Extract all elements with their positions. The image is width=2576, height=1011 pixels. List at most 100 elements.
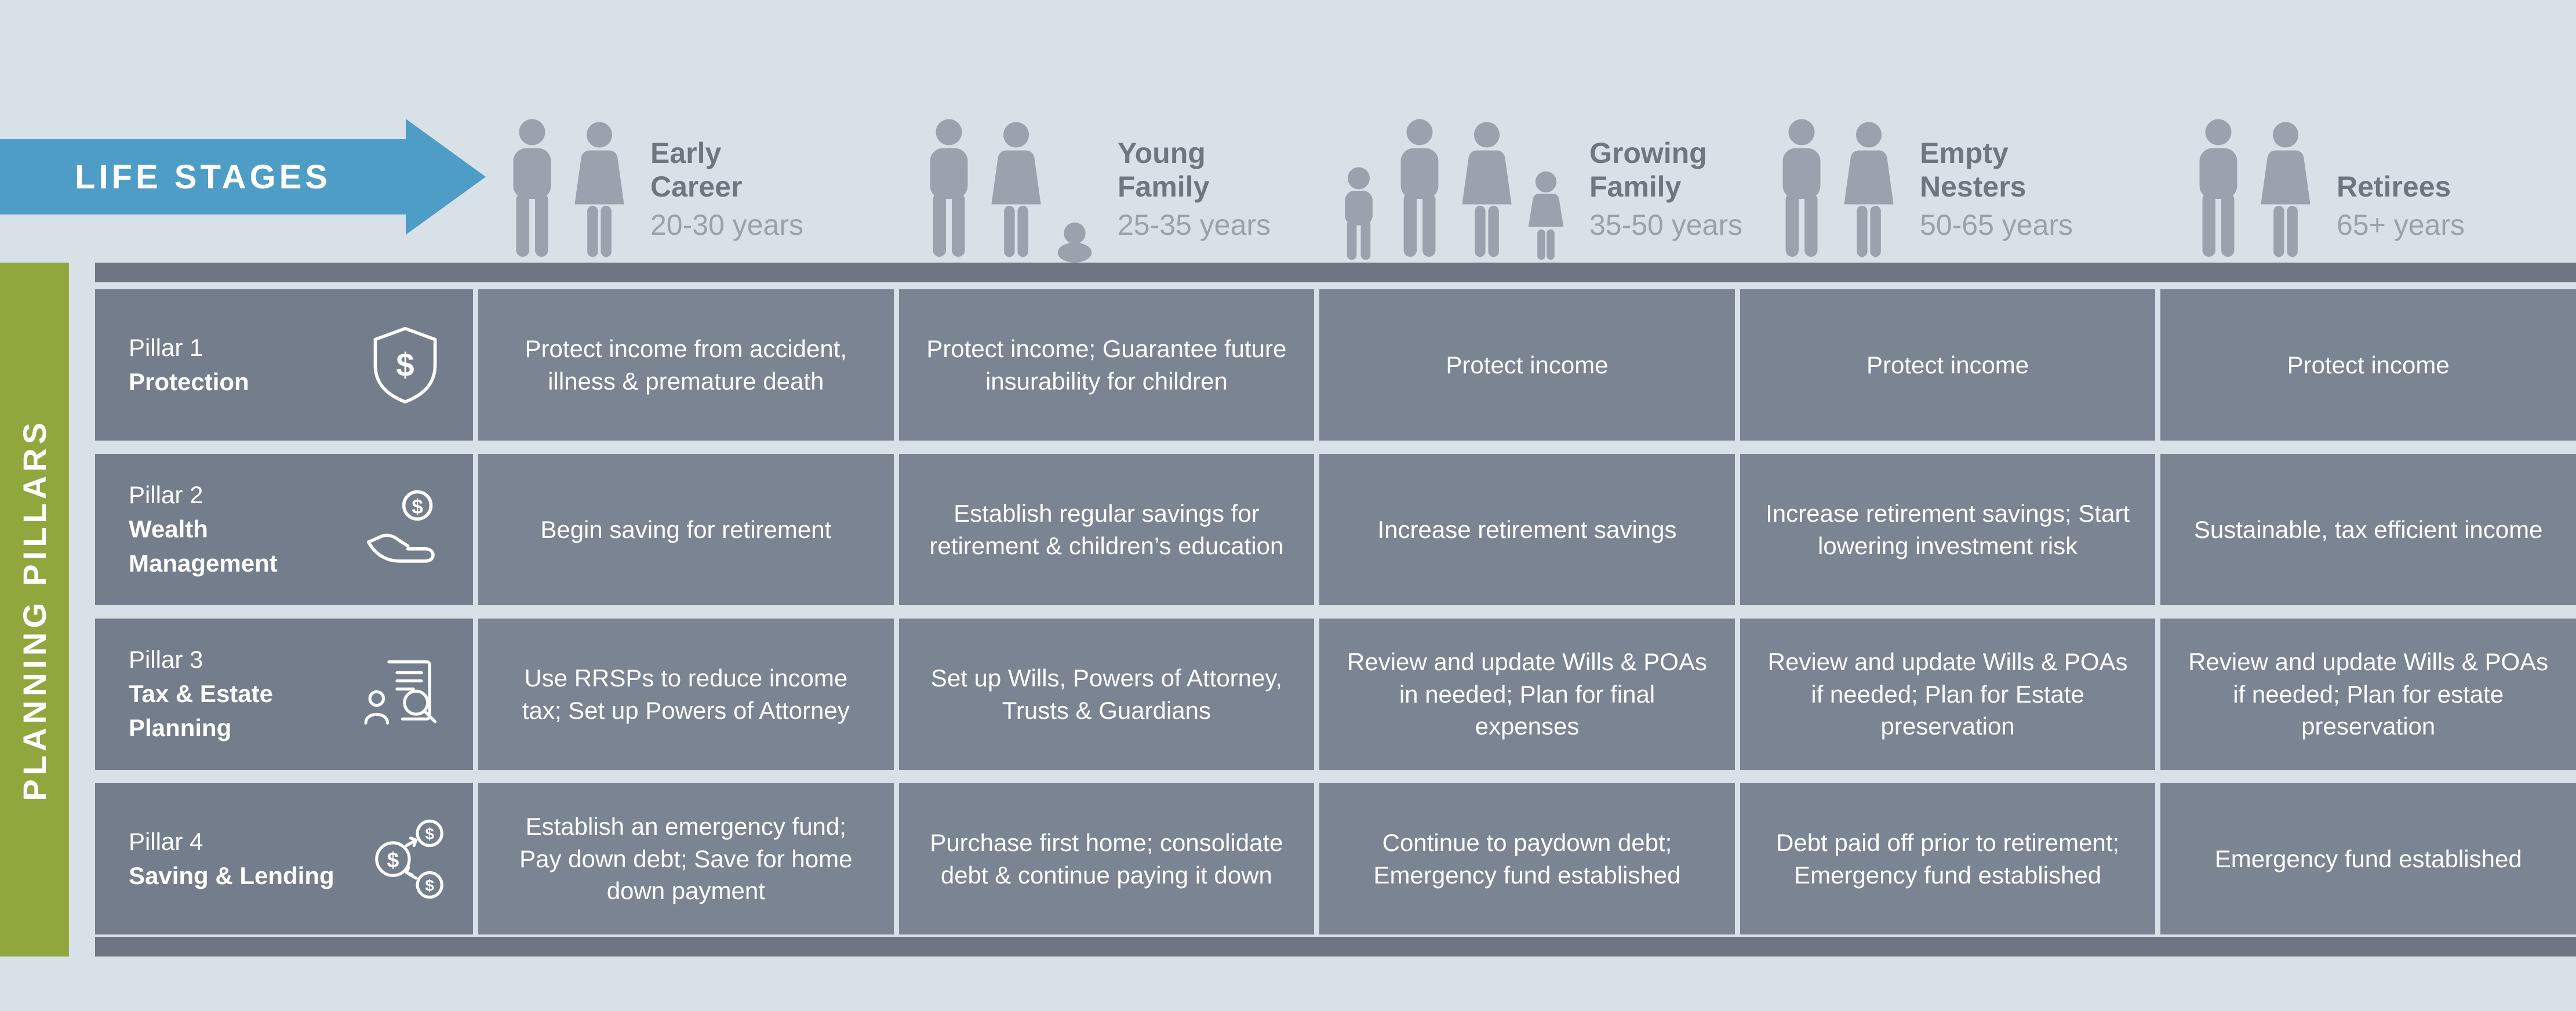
matrix-cell: Increase retirement savings <box>1319 454 1735 605</box>
matrix-cell: Emergency fund established <box>2160 783 2576 934</box>
life-stages-label: LIFE STAGES <box>75 158 331 196</box>
matrix-cell-text: Protect income from accident, illness & … <box>525 335 847 395</box>
arrow-tip-icon <box>406 119 486 235</box>
svg-text:$: $ <box>425 825 434 843</box>
life-stages-arrow-body: LIFE STAGES <box>0 139 406 214</box>
matrix-cell-text: Emergency fund established <box>2214 845 2522 872</box>
matrix-cell-text: Review and update Wills & POAs if needed… <box>2188 648 2549 740</box>
pillar-number: Pillar 1 <box>129 333 203 361</box>
life-stage-years: 35-50 years <box>1589 209 1743 241</box>
matrix-cell-text: Continue to paydown debt; Emergency fund… <box>1373 829 1681 889</box>
matrix-cell-text: Purchase first home; consolidate debt & … <box>930 829 1283 889</box>
pillar-name-line: Planning <box>129 714 232 741</box>
pillar-header-cell: Pillar 1 Protection $ <box>95 289 473 441</box>
matrix-cell: Protect income <box>2160 289 2576 441</box>
hand-holding-dollar-icon: $ <box>362 486 449 573</box>
pillar-number: Pillar 2 <box>129 481 203 509</box>
pillar-name-line: Management <box>129 549 278 577</box>
life-stage-text: Retirees 65+ years <box>2337 170 2465 242</box>
life-stage-title-line: Career <box>650 170 743 203</box>
person-man-silhouette-icon <box>1400 119 1439 257</box>
life-stage-title-line: Family <box>1589 170 1682 203</box>
retirees-couple-icon <box>2186 118 2317 263</box>
matrix-cell: Sustainable, tax efficient income <box>2160 454 2576 605</box>
planning-pillars-bar: PLANNING PILLARS <box>0 263 69 957</box>
matrix-cell: Use RRSPs to reduce income tax; Set up P… <box>478 619 894 770</box>
matrix-cell-text: Review and update Wills & POAs in needed… <box>1347 648 1707 740</box>
matrix-cell: Increase retirement savings; Start lower… <box>1740 454 2156 605</box>
matrix-cell: Begin saving for retirement <box>478 454 894 605</box>
life-stage-years: 25-35 years <box>1117 209 1271 241</box>
table-top-band <box>95 263 2576 282</box>
pillar-number: Pillar 4 <box>129 827 203 855</box>
matrix-cell: Protect income <box>1319 289 1735 441</box>
matrix-cell-text: Increase retirement savings <box>1377 515 1677 543</box>
person-girl-silhouette-icon <box>1528 171 1564 260</box>
young-family-icon <box>917 118 1098 263</box>
matrix-cell: Set up Wills, Powers of Attorney, Trusts… <box>898 619 1315 770</box>
life-stage-title-line: Nesters <box>1920 170 2026 203</box>
pillar-name-line: Wealth <box>129 515 208 543</box>
person-woman-silhouette-icon <box>2261 122 2311 257</box>
pillar-name-line: Protection <box>129 368 249 395</box>
person-baby-silhouette-icon <box>1057 222 1092 263</box>
matrix-cell-text: Protect income <box>1866 351 2029 379</box>
person-man-silhouette-icon <box>930 119 968 257</box>
pillar-name-line: Tax & Estate <box>129 680 273 708</box>
matrix-cell-text: Increase retirement savings; Start lower… <box>1766 500 2130 559</box>
life-stage-years: 20-30 years <box>650 209 804 241</box>
early-career-couple-icon <box>500 118 631 263</box>
person-woman-silhouette-icon <box>1844 122 1894 257</box>
matrix-cell-text: Set up Wills, Powers of Attorney, Trusts… <box>930 664 1282 724</box>
person-man-silhouette-icon <box>2199 119 2237 257</box>
person-woman-silhouette-icon <box>574 122 624 257</box>
pillar-name: Saving & Lending <box>129 859 334 893</box>
matrix-cell-text: Protect income <box>2287 351 2450 379</box>
matrix-cell-text: Establish an emergency fund; Pay down de… <box>519 813 853 905</box>
growing-family-icon <box>1334 118 1570 263</box>
matrix-cell: Protect income; Guarantee future insurab… <box>898 289 1315 441</box>
person-child-silhouette-icon <box>1345 167 1373 260</box>
pillar-header-cell: Pillar 4 Saving & Lending $ $ $ <box>95 783 473 934</box>
life-stage-years: 50-65 years <box>1920 209 2073 241</box>
life-stage-column: Retirees 65+ years <box>2164 0 2576 263</box>
matrix-cell: Protect income <box>1740 289 2156 441</box>
matrix-cell-text: Review and update Wills & POAs if needed… <box>1767 648 2128 740</box>
svg-text:$: $ <box>412 495 423 518</box>
svg-text:$: $ <box>425 877 434 894</box>
matrix-cell: Protect income from accident, illness & … <box>478 289 894 441</box>
table-bottom-band <box>95 937 2576 957</box>
life-stages-arrow: LIFE STAGES <box>0 119 486 235</box>
life-stage-title: Retirees <box>2337 170 2465 203</box>
matrix-cell: Continue to paydown debt; Emergency fund… <box>1319 783 1735 934</box>
matrix-cell: Review and update Wills & POAs if needed… <box>1740 619 2156 770</box>
svg-text:$: $ <box>387 848 399 872</box>
matrix-cell: Purchase first home; consolidate debt & … <box>898 783 1315 934</box>
matrix-cell: Establish regular savings for retirement… <box>898 454 1315 605</box>
pillar-name-line: Saving & Lending <box>129 861 334 889</box>
life-stage-title-line: Family <box>1117 170 1210 203</box>
matrix-cell-text: Establish regular savings for retirement… <box>929 500 1284 559</box>
matrix-cell: Review and update Wills & POAs in needed… <box>1319 619 1735 770</box>
matrix-cell: Review and update Wills & POAs if needed… <box>2160 619 2576 770</box>
life-stage-title-line: Growing <box>1589 137 1707 169</box>
person-man-silhouette-icon <box>513 119 551 257</box>
matrix-cell-text: Debt paid off prior to retirement; Emerg… <box>1776 829 2120 889</box>
matrix-cell-text: Protect income; Guarantee future insurab… <box>926 335 1287 395</box>
svg-text:$: $ <box>396 346 414 383</box>
planning-pillars-label: PLANNING PILLARS <box>16 418 53 801</box>
matrix-cell-text: Use RRSPs to reduce income tax; Set up P… <box>522 664 850 724</box>
